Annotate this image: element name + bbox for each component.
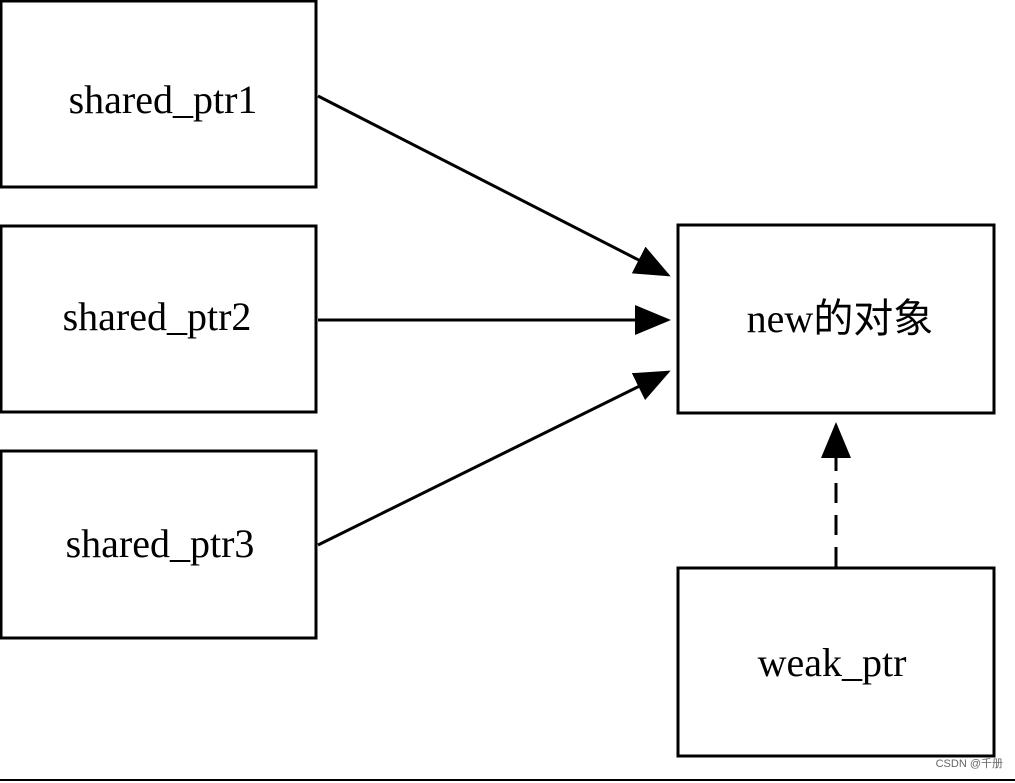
node-shared-ptr1: shared_ptr1 bbox=[0, 0, 318, 189]
node-weak-ptr: weak_ptr bbox=[676, 566, 996, 758]
watermark: CSDN @千册 bbox=[935, 758, 1003, 770]
node-shared-ptr1-label: shared_ptr1 bbox=[69, 77, 258, 122]
node-shared-ptr3: shared_ptr3 bbox=[0, 449, 318, 640]
bottom-border bbox=[0, 779, 1015, 781]
node-new-object: new的对象 bbox=[676, 223, 996, 415]
node-shared-ptr2-label: shared_ptr2 bbox=[63, 294, 252, 339]
edge-sp1-to-object bbox=[317, 94, 671, 277]
edge-sp3-to-object bbox=[317, 370, 671, 547]
node-shared-ptr2: shared_ptr2 bbox=[0, 224, 318, 414]
node-weak-ptr-label: weak_ptr bbox=[758, 640, 907, 685]
node-new-object-label: new的对象 bbox=[747, 296, 934, 341]
node-shared-ptr3-label: shared_ptr3 bbox=[66, 521, 255, 566]
